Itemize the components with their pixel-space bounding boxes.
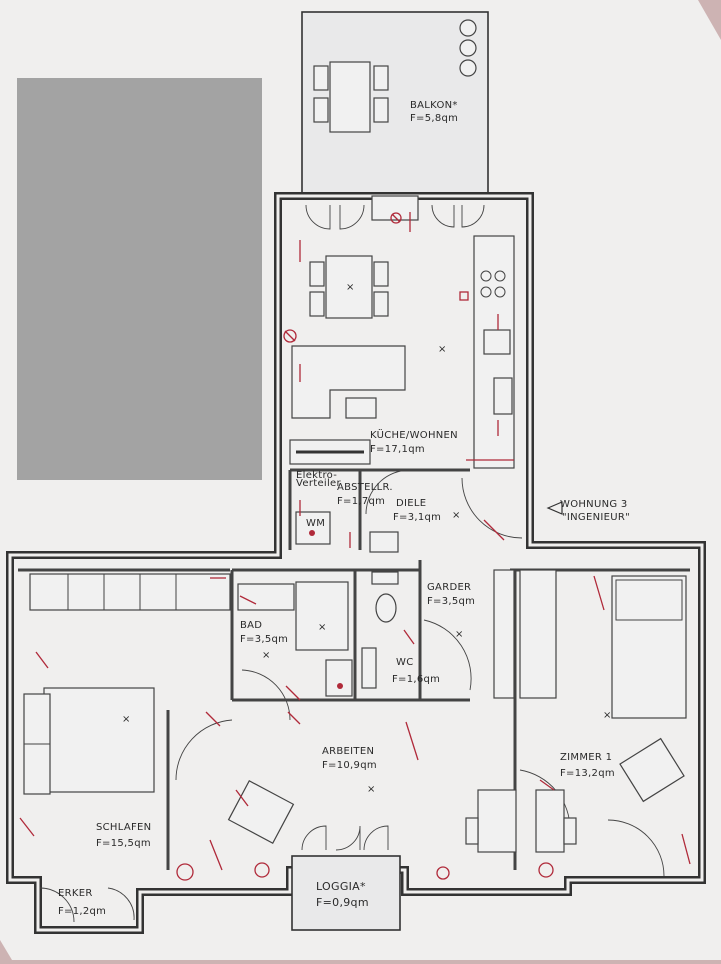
- room-label-schlafen: SCHLAFEN F=15,5qm: [96, 822, 151, 849]
- room-area: F=5,8qm: [410, 113, 458, 124]
- svg-text:×: ×: [438, 344, 447, 355]
- room-area: F=1,6qm: [392, 674, 440, 685]
- svg-text:×: ×: [367, 784, 376, 795]
- balcony: [301, 11, 489, 197]
- room-name: BAD: [240, 620, 262, 631]
- svg-text:×: ×: [603, 710, 612, 721]
- room-name: WC: [396, 657, 413, 668]
- svg-text:×: ×: [318, 622, 327, 633]
- room-label-arbeiten: ARBEITEN F=10,9qm: [322, 746, 377, 771]
- room-area: F=13,2qm: [560, 768, 615, 779]
- room-area: F=15,5qm: [96, 838, 151, 849]
- room-center-marks: × × × × × × × × ×: [122, 282, 612, 795]
- room-label-erker: ERKER F=1,2qm: [58, 888, 106, 917]
- outer-walls: [6, 192, 706, 934]
- entrance-marker: WOHNUNG 3 "INGENIEUR": [546, 499, 630, 523]
- room-area: F=0,9qm: [316, 896, 369, 909]
- room-label-diele: DIELE F=3,1qm: [393, 498, 441, 523]
- svg-text:×: ×: [455, 629, 464, 640]
- room-name: ARBEITEN: [322, 746, 374, 757]
- room-area: F=3,5qm: [240, 634, 288, 645]
- entrance-arrow-icon: [546, 501, 563, 515]
- svg-text:×: ×: [452, 510, 461, 521]
- room-label-wc: WC F=1,6qm: [392, 657, 440, 685]
- room-name: ZIMMER 1: [560, 752, 612, 763]
- bath-fixtures: [237, 511, 399, 697]
- room1-furniture: [465, 569, 687, 853]
- svg-text:×: ×: [122, 714, 131, 725]
- svg-text:×: ×: [346, 282, 355, 293]
- room-area: F=3,5qm: [427, 596, 475, 607]
- room-label-kueche: KÜCHE/WOHNEN F=17,1qm: [370, 428, 458, 455]
- entrance-label-line2: "INGENIEUR": [562, 512, 630, 523]
- loggia-area: [291, 855, 401, 931]
- room-name: SCHLAFEN: [96, 822, 151, 833]
- room-name: KÜCHE/WOHNEN: [370, 428, 458, 441]
- room-area: F=1,7qm: [337, 496, 385, 507]
- room-label-bad: BAD F=3,5qm: [240, 620, 288, 645]
- washing-machine-label: WM: [306, 518, 325, 529]
- room-label-balkon: BALKON* F=5,8qm: [410, 100, 458, 124]
- room-label-abstell: ABSTELLR. F=1,7qm: [337, 482, 393, 507]
- electrical-panel-label-2: Verteiler: [296, 478, 342, 489]
- room-name: ERKER: [58, 888, 93, 899]
- room-name: LOGGIA*: [316, 880, 366, 893]
- room-name: BALKON*: [410, 100, 458, 111]
- room-name: GARDER: [427, 582, 471, 593]
- room-area: F=10,9qm: [322, 760, 377, 771]
- room-area: F=17,1qm: [370, 444, 425, 455]
- electrical-marks: [19, 212, 691, 881]
- electrical-panel-label: Elektro-: [296, 470, 337, 481]
- room-name: ABSTELLR.: [337, 482, 393, 493]
- redacted-area: [17, 78, 262, 480]
- entrance-label-line1: WOHNUNG 3: [560, 499, 628, 510]
- room-area: F=3,1qm: [393, 512, 441, 523]
- svg-text:×: ×: [262, 650, 271, 661]
- room-name: DIELE: [396, 498, 426, 509]
- bedroom-furniture: [23, 573, 295, 844]
- room-label-garder: GARDER F=3,5qm: [427, 582, 475, 607]
- room-area: F=1,2qm: [58, 906, 106, 917]
- room-label-zimmer1: ZIMMER 1 F=13,2qm: [560, 752, 615, 779]
- room-label-loggia: LOGGIA* F=0,9qm: [316, 880, 369, 909]
